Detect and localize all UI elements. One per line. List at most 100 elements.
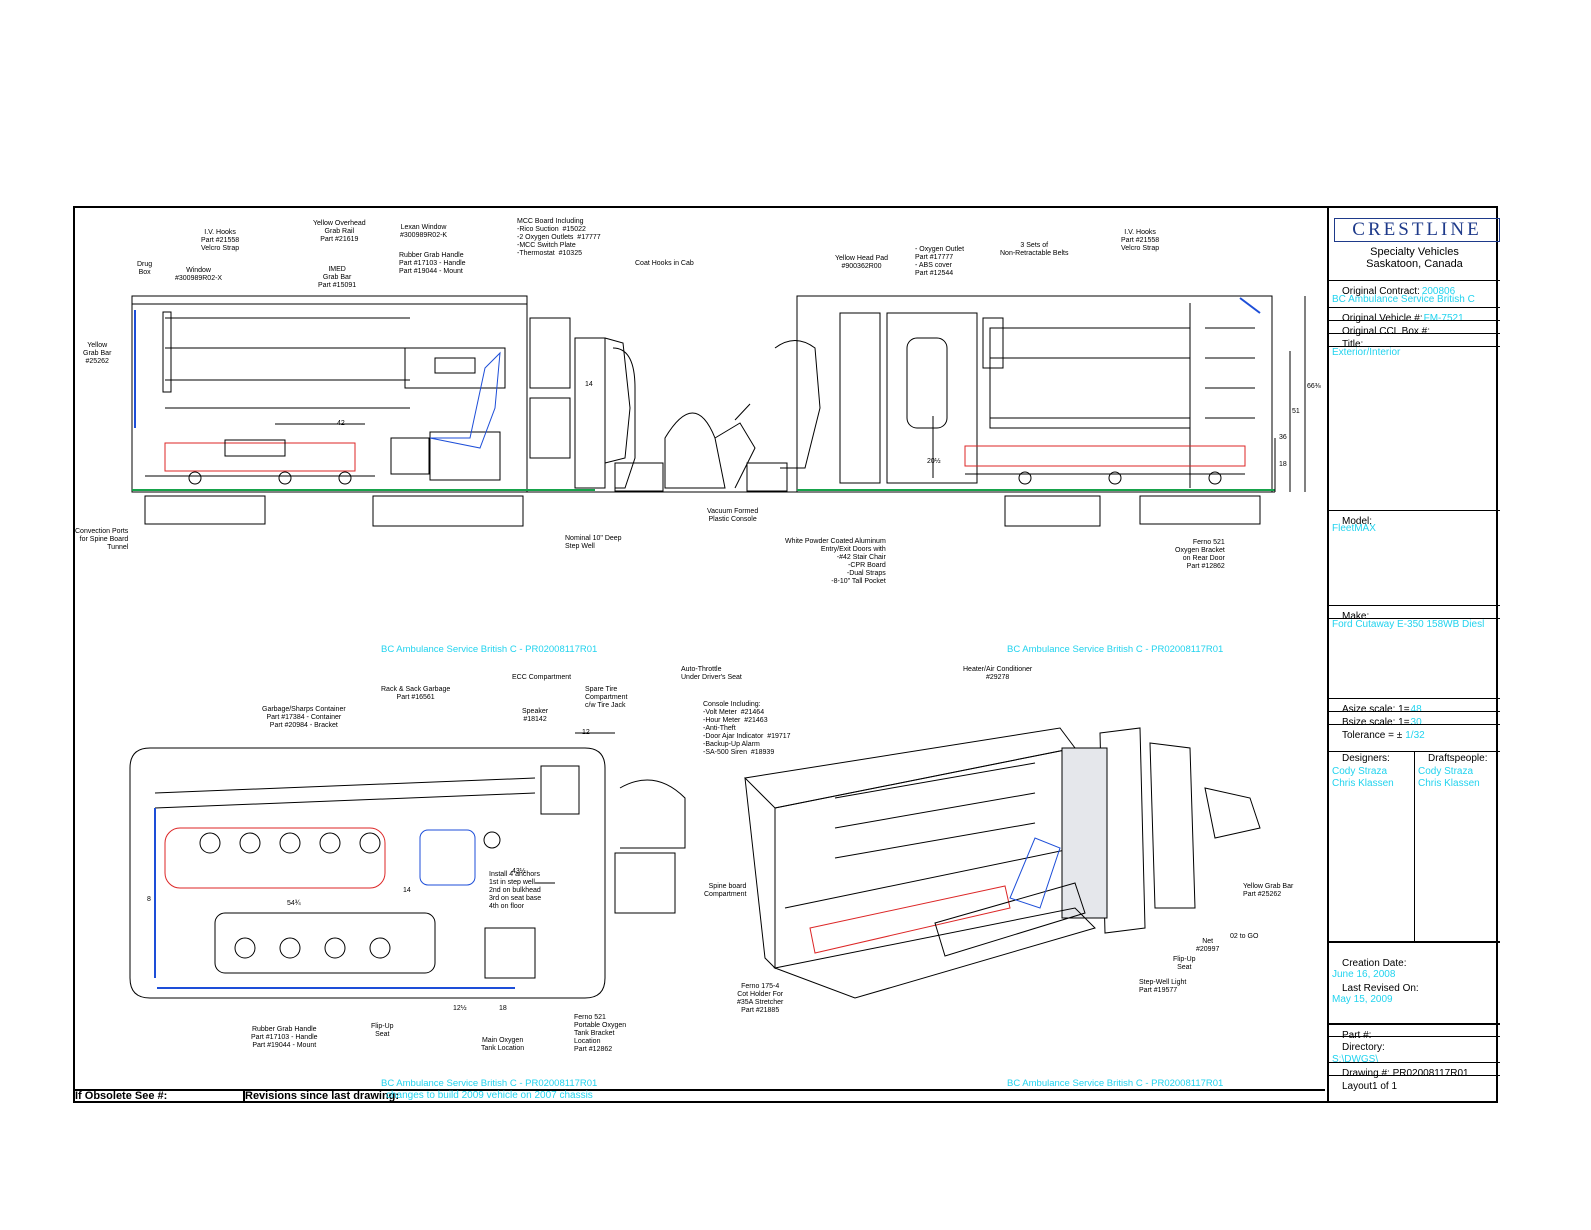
callout-install-anchors: Install 4 anchors 1st in step well 2nd o…: [489, 871, 542, 910]
callout-mcc-board: MCC Board Including -Rico Suction #15022…: [517, 218, 601, 257]
callout-step-well: Nominal 10" Deep Step Well: [565, 535, 622, 550]
original-ccl-row: Original CCL Box #:: [1329, 320, 1500, 337]
last-revised-value: May 15, 2009: [1332, 994, 1393, 1005]
original-contract-label: Original Contract:: [1342, 286, 1420, 297]
designers-label: Designers:: [1342, 753, 1390, 764]
view-caption-bottom-right: BC Ambulance Service British C - PR02008…: [1007, 1078, 1224, 1089]
last-revised-label: Last Revised On:: [1342, 983, 1419, 994]
callout-flip-up-iso: Flip-Up Seat: [1173, 956, 1196, 971]
crestline-logo: CRESTLINE: [1334, 218, 1500, 242]
asize-row: Asize scale: 1=48: [1329, 698, 1500, 715]
revisions-text: changes to build 2009 vehicle on 2007 ch…: [386, 1090, 593, 1101]
dim-plan-43: 43½: [512, 868, 526, 875]
draftspeople-col: Draftspeople:: [1415, 753, 1500, 764]
original-vehicle-label: Original Vehicle #:: [1342, 313, 1423, 324]
view-caption-top-right: BC Ambulance Service British C - PR02008…: [1007, 644, 1224, 655]
callout-yellow-grab-bar-iso: Yellow Grab Bar Part #25262: [1243, 883, 1294, 898]
company-line2: Saskatoon, Canada: [1366, 258, 1463, 270]
dim-plan-18: 18: [499, 1005, 507, 1012]
callout-spare-tire: Spare Tire Compartment c/w Tire Jack: [585, 686, 628, 709]
callout-vacuum-console: Vacuum Formed Plastic Console: [707, 508, 759, 523]
customer-row: BC Ambulance Service British C: [1329, 294, 1500, 307]
callout-window: Window #300989R02-X: [175, 267, 223, 282]
callout-lexan: Lexan Window #300989R02-K: [400, 224, 448, 239]
make-row: Make:: [1329, 605, 1500, 622]
original-ccl-label: Original CCL Box #:: [1342, 326, 1430, 337]
tolerance-row: Tolerance = ±1/32: [1329, 724, 1500, 741]
drawing-area: BC Ambulance Service British C - PR02008…: [75, 208, 1327, 1089]
designers-col: Designers:: [1329, 753, 1414, 764]
view-caption-bottom-left: BC Ambulance Service British C - PR02008…: [381, 1078, 598, 1089]
creation-date-label: Creation Date:: [1342, 958, 1407, 969]
callout-rack-sack: Rack & Sack Garbage Part #16561: [381, 686, 451, 701]
tolerance-value: 1/32: [1405, 730, 1425, 741]
callout-ferno-175: Ferno 175-4 Cot Holder For #35A Stretche…: [737, 983, 784, 1014]
callout-convection: Convection Ports for Spine Board Tunnel: [75, 528, 129, 551]
designers-box: Designers: Draftspeople: Cody Straza Chr…: [1329, 751, 1500, 941]
tolerance-label: Tolerance = ±: [1342, 730, 1403, 741]
make-value: Ford Cutaway E-350 158WB Diesl: [1332, 619, 1485, 630]
callout-garbage-sharps: Garbage/Sharps Container Part #17384 - C…: [262, 706, 346, 729]
model-row: Model:: [1329, 510, 1500, 527]
original-vehicle-row: Original Vehicle #:FM-7521: [1329, 307, 1500, 324]
directory-value: S:\DWGS\: [1332, 1054, 1379, 1065]
dim-18: 18: [1279, 461, 1287, 468]
callout-white-powder: White Powder Coated Aluminum Entry/Exit …: [785, 538, 886, 585]
draftspeople-label: Draftspeople:: [1428, 753, 1488, 764]
draftspeople-names: Cody Straza Chris Klassen: [1415, 766, 1500, 790]
directory-label: Directory:: [1342, 1042, 1385, 1053]
revisions-label: Revisions since last drawing:: [245, 1090, 400, 1102]
callout-auto-throttle: Auto-Throttle Under Driver's Seat: [681, 666, 742, 681]
callout-o2-to-go: 02 to GO: [1230, 933, 1259, 940]
original-vehicle-value: FM-7521: [1423, 313, 1464, 324]
make-value-box: Ford Cutaway E-350 158WB Diesl: [1329, 618, 1500, 698]
model-value-box: FleetMAX: [1329, 523, 1500, 605]
make-label: Make:: [1342, 611, 1370, 622]
dim-14-cab: 14: [585, 381, 593, 388]
asize-label: Asize scale: 1=: [1342, 704, 1410, 715]
designers-divider: [1414, 752, 1415, 941]
callout-imed: IMED Grab Bar Part #15091: [318, 266, 357, 289]
callout-main-oxygen: Main Oxygen Tank Location: [481, 1037, 525, 1052]
draftsperson-name: Cody Straza: [1418, 766, 1474, 777]
designer-name: Chris Klassen: [1332, 778, 1394, 789]
callout-drug-box: Drug Box: [137, 261, 153, 276]
part-label: Part #:: [1342, 1030, 1372, 1041]
callout-flip-up-plan: Flip-Up Seat: [371, 1023, 394, 1038]
drawing-sheet: BC Ambulance Service British C - PR02008…: [73, 206, 1500, 1103]
dim-20: 20½: [927, 458, 941, 465]
callout-ferno-521-plan: Ferno 521 Portable Oxygen Tank Bracket L…: [574, 1014, 627, 1053]
title-label: Title:: [1342, 339, 1364, 350]
footer-strip: If Obsolete See #: Revisions since last …: [73, 1089, 1498, 1103]
callout-yellow-overhead: Yellow Overhead Grab Rail Part #21619: [313, 220, 366, 243]
callout-ecc: ECC Compartment: [512, 674, 572, 681]
obsolete-label: If Obsolete See #:: [75, 1090, 168, 1102]
part-row: Part #:: [1329, 1023, 1500, 1041]
draftsperson-name: Chris Klassen: [1418, 778, 1480, 789]
dim-66: 66⅜: [1307, 383, 1321, 390]
callout-oxygen-outlet: - Oxygen Outlet Part #17777 - ABS cover …: [915, 246, 965, 277]
callout-coat-hooks: Coat Hooks in Cab: [635, 260, 694, 267]
callout-rubber-grab-left: Rubber Grab Handle Part #17103 - Handle …: [399, 252, 466, 275]
callout-iv-hooks-right: I.V. Hooks Part #21558 Velcro Strap: [1121, 229, 1160, 252]
callout-iv-hooks-left: I.V. Hooks Part #21558 Velcro Strap: [201, 229, 240, 252]
original-contract-row: Original Contract:200806: [1329, 280, 1500, 297]
bsize-value: 30: [1410, 717, 1422, 728]
callout-step-well-light: Step-Well Light Part #19577: [1139, 979, 1187, 994]
callout-yellow-grab-bar-left: Yellow Grab Bar #25262: [83, 342, 112, 365]
customer-value: BC Ambulance Service British C: [1332, 294, 1475, 305]
asize-value: 48: [1410, 704, 1422, 715]
drawing-label: Drawing #: PR02008117R01: [1342, 1068, 1469, 1079]
side-elevation-left: [129, 295, 1306, 999]
company-name: Specialty Vehicles Saskatoon, Canada: [1329, 246, 1500, 270]
callout-belts: 3 Sets of Non-Retractable Belts: [1000, 242, 1069, 257]
callout-rubber-grab-plan: Rubber Grab Handle Part #17103 - Handle …: [251, 1026, 318, 1049]
callout-spine-board: Spine board Compartment: [704, 883, 747, 898]
footer-rule: [73, 1089, 1325, 1091]
title-block: CRESTLINE Specialty Vehicles Saskatoon, …: [1327, 208, 1500, 1103]
callout-heater: Heater/Air Conditioner #29278: [963, 666, 1033, 681]
dim-plan-54: 54¾: [287, 900, 301, 907]
dim-plan-12: 12: [582, 729, 590, 736]
designer-name: Cody Straza: [1332, 766, 1388, 777]
dim-51: 51: [1292, 408, 1300, 415]
